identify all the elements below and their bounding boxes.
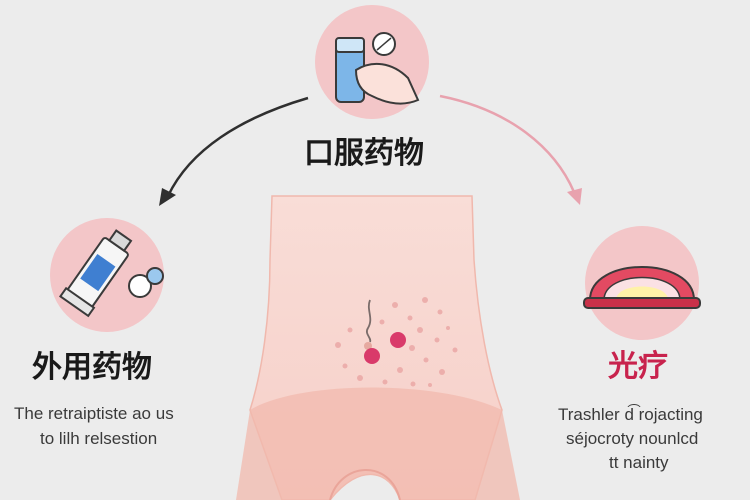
light-caption-line-2: séjocroty nounlcd xyxy=(566,429,699,448)
topical-medication-label: 外用药物 xyxy=(32,350,152,385)
light-therapy-icon xyxy=(583,226,701,340)
arrow-to-light xyxy=(439,94,582,205)
arrow-to-topical xyxy=(159,96,309,206)
affected-spot-right xyxy=(390,332,406,348)
torso-illustration xyxy=(236,195,520,500)
affected-spot-left xyxy=(364,348,380,364)
oral-medication-label: 口服药物 xyxy=(304,136,424,171)
topical-caption-line-2: to lilh relsestion xyxy=(40,429,158,448)
topical-medication-icon xyxy=(50,218,164,332)
oral-medication-icon xyxy=(315,5,429,119)
topical-caption-line-1: The retraiptiste ao us xyxy=(14,404,174,423)
light-caption-line-1: Trashler d͡ rojacting xyxy=(558,405,703,424)
light-therapy-label: 光疗 xyxy=(608,349,668,384)
light-caption-line-3: tt nainty xyxy=(609,453,669,472)
